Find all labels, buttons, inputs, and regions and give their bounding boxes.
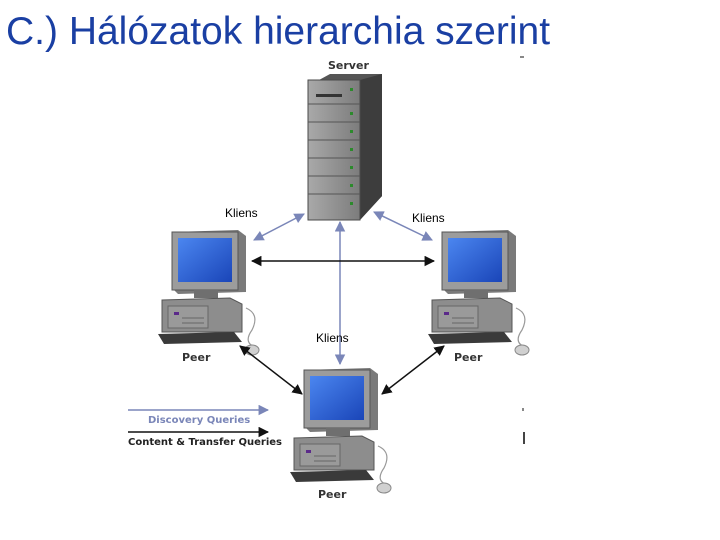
computer-right — [428, 230, 530, 356]
stray-mark — [522, 408, 524, 411]
content-arrow-left-diagonal — [239, 345, 303, 395]
server-tower — [307, 74, 382, 221]
legend-content-label: Content & Transfer Queries — [128, 437, 282, 448]
content-arrow-right-diagonal — [381, 345, 445, 395]
discovery-arrow-left — [253, 213, 305, 241]
stray-mark — [520, 56, 524, 58]
peer-label-left: Peer — [182, 351, 211, 364]
peer-label-bottom: Peer — [318, 488, 347, 501]
client-label-right: Kliens — [412, 211, 445, 225]
computer-left — [158, 230, 260, 356]
legend: Discovery Queries Content & Transfer Que… — [128, 404, 282, 448]
client-label-center: Kliens — [316, 331, 349, 345]
client-label-left: Kliens — [225, 206, 258, 220]
server-label: Server — [328, 59, 369, 72]
computer-bottom — [290, 368, 392, 494]
peer-label-right: Peer — [454, 351, 483, 364]
discovery-arrow-right — [373, 211, 433, 241]
slide-title: C.) Hálózatok hierarchia szerint — [6, 10, 551, 53]
stray-mark — [523, 432, 525, 444]
legend-discovery-label: Discovery Queries — [148, 415, 250, 426]
